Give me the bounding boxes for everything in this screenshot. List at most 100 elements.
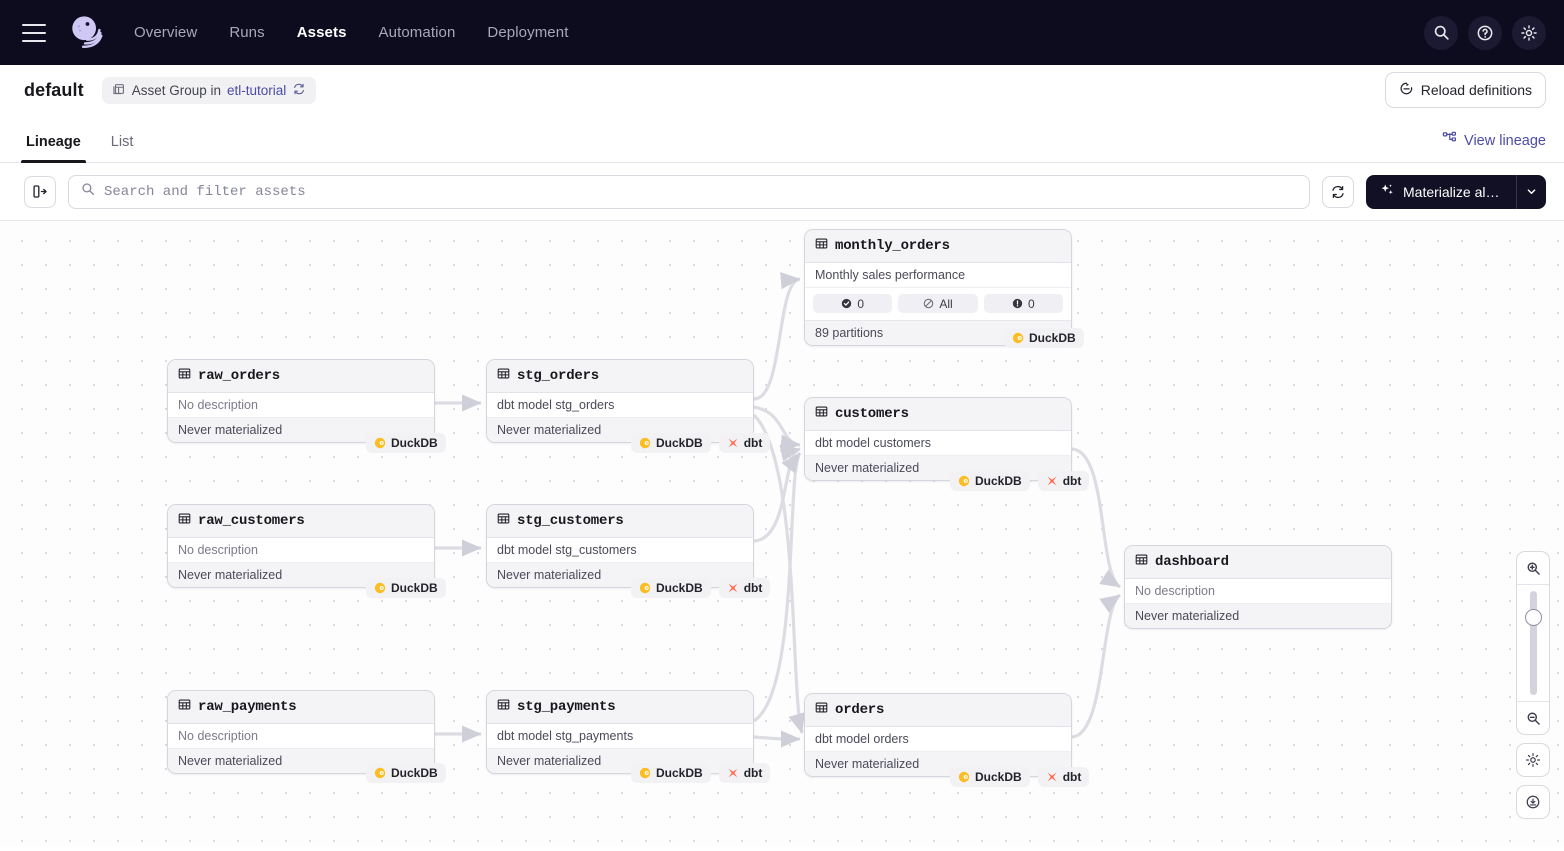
tag-label: DuckDB (391, 766, 438, 780)
partition-segment-failed[interactable]: 0 (983, 294, 1063, 313)
zoom-slider-handle[interactable] (1524, 609, 1542, 626)
zoom-slider[interactable] (1517, 584, 1549, 702)
asset-node-stg_payments[interactable]: stg_payments dbt model stg_payments Neve… (486, 690, 754, 774)
tag-duckdb[interactable]: DuckDB (366, 433, 446, 453)
tag-dbt[interactable]: dbt (718, 578, 771, 598)
asset-node-title: stg_payments (517, 699, 616, 715)
nav-item-assets[interactable]: Assets (296, 24, 347, 41)
table-icon (815, 237, 828, 255)
graph-toolbar: Materialize all… (0, 163, 1564, 221)
asset-node-orders[interactable]: orders dbt model orders Never materializ… (804, 693, 1072, 777)
asset-node-title: raw_orders (198, 368, 281, 384)
nav-item-overview[interactable]: Overview (134, 24, 198, 41)
asset-group-badge-link[interactable]: etl-tutorial (227, 82, 287, 98)
tag-label: dbt (743, 766, 763, 780)
tag-label: DuckDB (656, 581, 703, 595)
asset-node-header: customers (805, 398, 1071, 431)
help-icon[interactable] (1468, 15, 1502, 50)
zoom-to-fit-icon[interactable] (1516, 785, 1550, 819)
nav-item-automation[interactable]: Automation (378, 24, 456, 41)
tag-duckdb[interactable]: DuckDB (950, 767, 1030, 787)
partition-segment-missing[interactable]: All (898, 294, 978, 313)
asset-node-description: No description (168, 393, 434, 418)
partition-segment-materialized[interactable]: 0 (813, 294, 893, 313)
table-icon (815, 701, 828, 719)
refresh-button[interactable] (1322, 175, 1354, 208)
asset-node-header: raw_customers (168, 505, 434, 538)
search-input[interactable] (104, 183, 1297, 200)
top-navigation-bar: Overview Runs Assets Automation Deployme… (0, 0, 1564, 65)
asset-node-stg_orders[interactable]: stg_orders dbt model stg_orders Never ma… (486, 359, 754, 443)
tab-lineage[interactable]: Lineage (21, 134, 86, 163)
asset-group-badge[interactable]: Asset Group in etl-tutorial (101, 76, 317, 104)
table-icon (178, 512, 191, 530)
table-icon (178, 367, 191, 385)
settings-gear-icon[interactable] (1512, 15, 1546, 50)
table-icon (497, 512, 510, 530)
tag-duckdb[interactable]: DuckDB (950, 471, 1030, 491)
dbt-icon (1047, 476, 1057, 486)
tag-dbt[interactable]: dbt (1037, 471, 1090, 491)
asset-node-description: dbt model orders (805, 727, 1071, 752)
asset-node-customers[interactable]: customers dbt model customers Never mate… (804, 397, 1072, 481)
view-lineage-link[interactable]: View lineage (1442, 131, 1546, 150)
panel-toggle-icon[interactable] (24, 175, 56, 208)
materialize-all-button[interactable]: Materialize all… (1366, 174, 1516, 209)
tag-label: DuckDB (975, 770, 1022, 784)
asset-node-monthly_orders[interactable]: monthly_orders Monthly sales performance… (804, 229, 1072, 346)
asset-node-title: raw_payments (198, 699, 297, 715)
page-header: default Asset Group in etl-tutorial (0, 65, 1564, 115)
nav-item-deployment[interactable]: Deployment (487, 24, 569, 41)
tag-duckdb[interactable]: DuckDB (631, 433, 711, 453)
tag-label: DuckDB (1029, 331, 1076, 345)
check-circle-icon (842, 298, 852, 309)
reload-icon[interactable] (292, 82, 306, 99)
dagster-logo[interactable] (68, 14, 106, 52)
asset-node-raw_orders[interactable]: raw_orders No description Never material… (167, 359, 435, 443)
dbt-icon (728, 583, 738, 593)
tag-duckdb[interactable]: DuckDB (631, 578, 711, 598)
tag-dbt[interactable]: dbt (718, 763, 771, 783)
tag-duckdb[interactable]: DuckDB (366, 578, 446, 598)
asset-node-raw_payments[interactable]: raw_payments No description Never materi… (167, 690, 435, 774)
search-field-wrapper[interactable] (68, 174, 1310, 209)
tab-list[interactable]: List (110, 134, 134, 150)
tag-duckdb[interactable]: DuckDB (366, 763, 446, 783)
tag-duckdb[interactable]: DuckDB (1004, 328, 1084, 348)
asset-node-title: customers (835, 406, 909, 422)
asset-node-header: stg_payments (487, 691, 753, 724)
tag-duckdb[interactable]: DuckDB (631, 763, 711, 783)
zoom-out-icon[interactable] (1517, 702, 1549, 734)
nav-item-runs[interactable]: Runs (229, 24, 265, 41)
asset-node-title: dashboard (1155, 554, 1229, 570)
page-title: default (24, 79, 84, 100)
table-icon (1135, 553, 1148, 571)
asset-node-header: stg_customers (487, 505, 753, 538)
table-icon (497, 367, 510, 385)
asset-node-description: Monthly sales performance (805, 263, 1071, 288)
hamburger-menu-icon[interactable] (22, 23, 46, 42)
partition-status-row[interactable]: 0 All 0 (805, 288, 1071, 320)
asset-tags-customers: DuckDB dbt (950, 471, 1090, 491)
asset-node-description: dbt model stg_payments (487, 724, 753, 749)
asset-node-status: Never materialized (1125, 604, 1391, 628)
graph-settings-icon[interactable] (1516, 743, 1550, 777)
asset-node-header: dashboard (1125, 546, 1391, 579)
duckdb-icon (639, 582, 651, 594)
tag-dbt[interactable]: dbt (1037, 767, 1090, 787)
view-tabs: Lineage List View lineage (0, 115, 1564, 163)
asset-group-icon (112, 82, 126, 99)
asset-node-title: monthly_orders (835, 238, 950, 254)
lineage-graph-canvas[interactable]: monthly_orders Monthly sales performance… (0, 221, 1564, 847)
view-lineage-label: View lineage (1464, 132, 1546, 149)
asset-node-dashboard[interactable]: dashboard No description Never materiali… (1124, 545, 1392, 629)
search-icon[interactable] (1424, 15, 1458, 50)
duckdb-icon (374, 582, 386, 594)
reload-definitions-button[interactable]: Reload definitions (1384, 72, 1546, 108)
asset-tags-monthly_orders: DuckDB (1004, 328, 1084, 348)
asset-node-raw_customers[interactable]: raw_customers No description Never mater… (167, 504, 435, 588)
zoom-in-icon[interactable] (1517, 552, 1549, 584)
materialize-dropdown-chevron-down-icon[interactable] (1516, 174, 1546, 209)
asset-node-stg_customers[interactable]: stg_customers dbt model stg_customers Ne… (486, 504, 754, 588)
tag-dbt[interactable]: dbt (718, 433, 771, 453)
